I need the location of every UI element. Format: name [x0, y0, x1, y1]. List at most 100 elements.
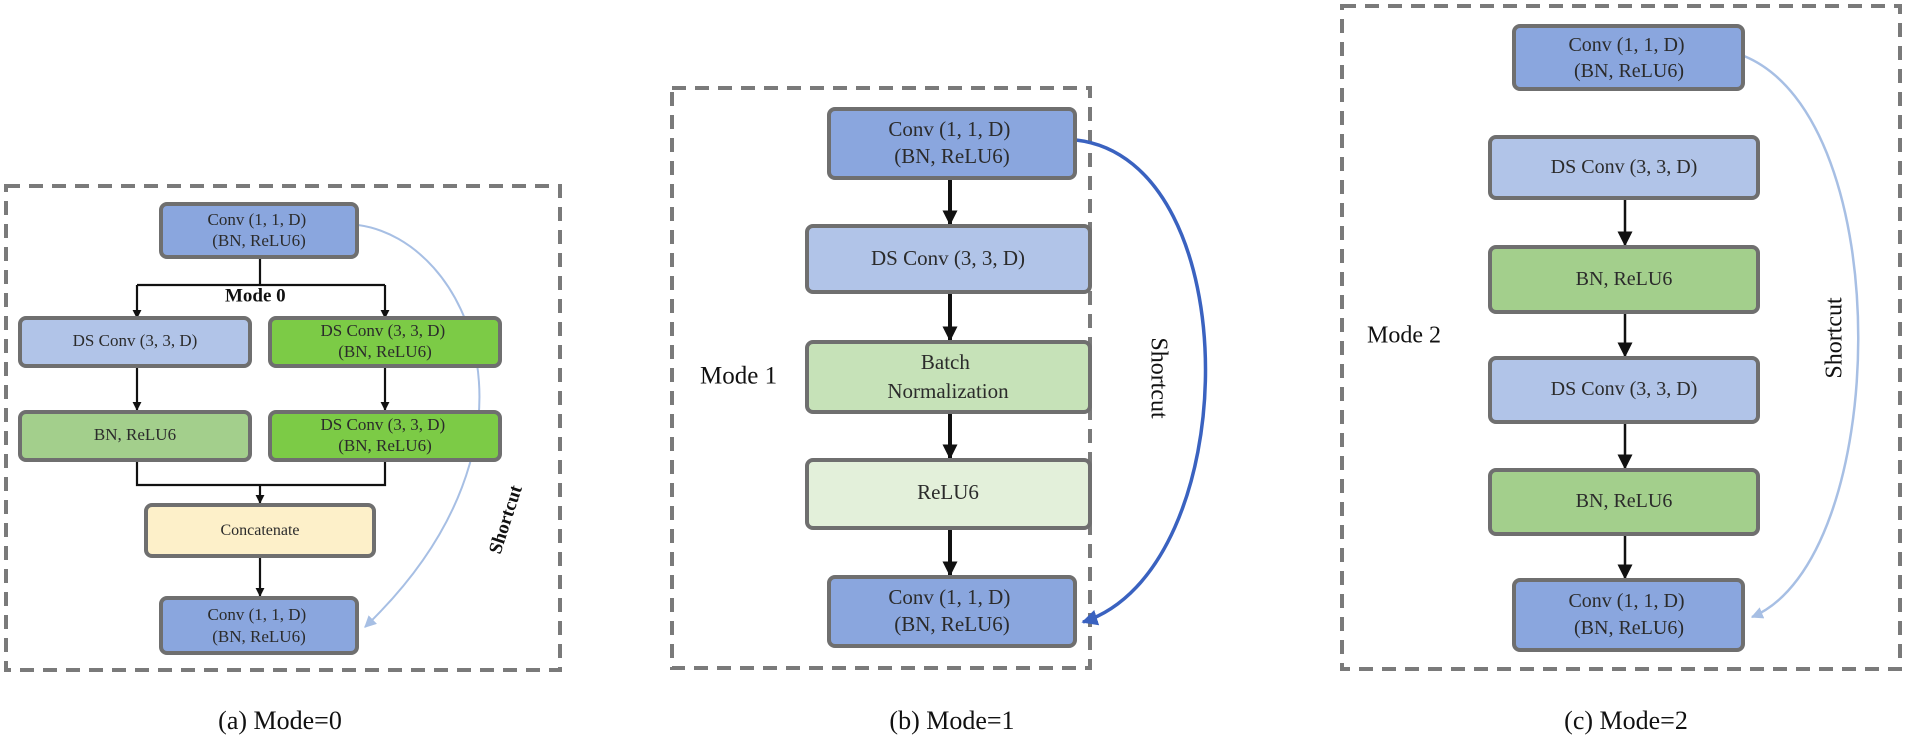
panel-c-bn-relu-1-block: BN, ReLU6	[1488, 245, 1760, 314]
svg-text:Conv (1, 1, D) (BN, Re: Conv (1, 1, D) (BN, ReLU6)	[1568, 34, 1689, 82]
panel-a: Conv (1, 1, D) (BN, ReLU6) DS Conv (3, 3…	[4, 184, 562, 735]
panel-c-conv-top-line-1: Conv (1, 1, D)	[1568, 34, 1684, 56]
panel-b-ds-conv-box	[805, 224, 1092, 294]
panel-c-ds-conv-2-label: DS Conv (3, 3, D)	[1551, 378, 1698, 400]
panel-b: Conv (1, 1, D) (BN, ReLU6) DS Conv (3, 3…	[670, 86, 1208, 735]
panel-a-ds-conv-bn-right-2-box	[268, 410, 502, 462]
panel-c-conv-bottom-line-2: (BN, ReLU6)	[1574, 617, 1684, 639]
panel-c: Conv (1, 1, D) (BN, ReLU6) DS Conv (3, 3…	[1340, 4, 1902, 735]
panel-a-conv-top-line-2: (BN, ReLU6)	[212, 231, 305, 250]
panel-a-ds-conv-left-block: DS Conv (3, 3, D)	[18, 316, 252, 368]
panel-a-bn-relu-left-block: BN, ReLU6	[18, 410, 252, 462]
panel-b-conv-bottom-line-2: (BN, ReLU6)	[894, 612, 1009, 636]
panel-b-ds-conv-block: DS Conv (3, 3, D)	[805, 224, 1092, 294]
panel-c-shortcut-arrow	[1743, 54, 1860, 619]
panel-a-bn-relu-left-label: BN, ReLU6	[94, 425, 176, 444]
panel-b-frame	[670, 86, 1092, 670]
panel-b-conv-bottom-block: Conv (1, 1, D) (BN, ReLU6)	[827, 575, 1077, 648]
svg-text:BN, ReLU6: BN, ReLU6	[1576, 490, 1673, 512]
panel-b-shortcut-label: Shortcut	[1145, 337, 1171, 419]
panel-b-conv-top-line-2: (BN, ReLU6)	[894, 144, 1009, 168]
panel-b-conv-top-box	[827, 107, 1077, 180]
panel-a-conv-bottom-block: Conv (1, 1, D) (BN, ReLU6)	[159, 596, 359, 655]
panel-b-conv-top-block: Conv (1, 1, D) (BN, ReLU6)	[827, 107, 1077, 180]
panel-a-conv-bottom-box	[159, 596, 359, 655]
svg-text:BN, ReLU6: BN, ReLU6	[94, 425, 176, 444]
panel-c-bn-relu-1-label: BN, ReLU6	[1576, 268, 1673, 290]
svg-text:DS Conv (3, 3, D) (BN,: DS Conv (3, 3, D) (BN, ReLU6)	[321, 321, 450, 361]
panel-a-caption: (a) Mode=0	[218, 706, 342, 735]
panel-c-caption: (c) Mode=2	[1564, 706, 1688, 735]
panel-b-batch-norm-box	[805, 340, 1092, 414]
panel-b-batch-norm-line-2: Normalization	[887, 379, 1009, 403]
panel-a-conv-top-box	[159, 202, 359, 259]
panel-a-conv-top-block: Conv (1, 1, D) (BN, ReLU6)	[159, 202, 359, 259]
panel-c-conv-bottom-line-1: Conv (1, 1, D)	[1568, 590, 1684, 612]
panel-a-conv-bottom-line-1: Conv (1, 1, D)	[208, 605, 307, 624]
panel-c-bn-relu-2-box	[1488, 468, 1760, 536]
panel-c-conv-bottom-block: Conv (1, 1, D) (BN, ReLU6)	[1512, 578, 1745, 652]
svg-text:Conv (1, 1, D) (BN, Re: Conv (1, 1, D) (BN, ReLU6)	[208, 210, 311, 250]
panel-b-batch-norm-line-1: Batch	[921, 350, 970, 374]
panel-c-bn-relu-1-box	[1488, 245, 1760, 314]
panel-a-ds-conv-bn-right-1-line-1: DS Conv (3, 3, D)	[321, 321, 446, 340]
panel-c-shortcut-label: Shortcut	[1822, 297, 1848, 379]
svg-text:Conv (1, 1, D) (BN, Re: Conv (1, 1, D) (BN, ReLU6)	[888, 585, 1015, 636]
panel-a-concatenate-block: Concatenate	[144, 503, 376, 558]
svg-text:Concatenate: Concatenate	[220, 522, 299, 539]
panel-c-ds-conv-1-block: DS Conv (3, 3, D)	[1488, 135, 1760, 200]
panel-c-ds-conv-2-block: DS Conv (3, 3, D)	[1488, 356, 1760, 424]
panel-a-concatenate-box	[144, 503, 376, 558]
svg-text:Conv (1, 1, D) (BN, Re: Conv (1, 1, D) (BN, ReLU6)	[888, 117, 1015, 168]
panel-a-ds-conv-bn-right-1-line-2: (BN, ReLU6)	[338, 342, 431, 361]
panel-a-frame	[4, 184, 562, 672]
panel-c-conv-top-line-2: (BN, ReLU6)	[1574, 60, 1684, 82]
panel-c-conv-bottom-box	[1512, 578, 1745, 652]
panel-c-frame	[1340, 4, 1902, 671]
svg-text:DS Conv (3, 3, D): DS Conv (3, 3, D)	[871, 246, 1025, 270]
panel-b-relu6-label: ReLU6	[917, 480, 979, 504]
panel-a-ds-conv-bn-right-2-line-1: DS Conv (3, 3, D)	[321, 415, 446, 434]
panel-a-merge-line	[135, 460, 387, 487]
panel-a-shortcut-label: Shortcut	[485, 482, 527, 556]
panel-a-ds-conv-left-box	[18, 316, 252, 368]
svg-text:Batch Normalization: Batch Normalization	[887, 350, 1009, 403]
panel-a-bn-relu-left-box	[18, 410, 252, 462]
svg-text:DS Conv (3, 3, D) (BN,: DS Conv (3, 3, D) (BN, ReLU6)	[321, 415, 450, 455]
svg-text:DS Conv (3, 3, D): DS Conv (3, 3, D)	[1551, 378, 1698, 400]
panel-a-ds-conv-bn-right-2-line-2: (BN, ReLU6)	[338, 436, 431, 455]
panel-c-mode-label: Mode 2	[1367, 323, 1441, 349]
panel-a-ds-conv-bn-right-1-box	[268, 316, 502, 368]
panel-a-conv-bottom-line-2: (BN, ReLU6)	[212, 627, 305, 646]
panel-a-conv-top-line-1: Conv (1, 1, D)	[208, 210, 307, 229]
panel-b-batch-norm-block: Batch Normalization	[805, 340, 1092, 414]
panel-a-concatenate-label: Concatenate	[220, 522, 299, 539]
panel-c-bn-relu-2-label: BN, ReLU6	[1576, 490, 1673, 512]
panel-b-conv-bottom-box	[827, 575, 1077, 648]
svg-text:DS Conv (3, 3, D): DS Conv (3, 3, D)	[73, 331, 198, 350]
svg-text:BN, ReLU6: BN, ReLU6	[1576, 268, 1673, 290]
panel-b-conv-bottom-line-1: Conv (1, 1, D)	[888, 585, 1010, 609]
panel-c-ds-conv-1-box	[1488, 135, 1760, 200]
panel-c-ds-conv-2-box	[1488, 356, 1760, 424]
panel-c-ds-conv-1-label: DS Conv (3, 3, D)	[1551, 156, 1698, 178]
svg-text:DS Conv (3, 3, D): DS Conv (3, 3, D)	[1551, 156, 1698, 178]
panel-c-conv-top-block: Conv (1, 1, D) (BN, ReLU6)	[1512, 24, 1745, 91]
svg-text:ReLU6: ReLU6	[917, 480, 979, 504]
panel-a-mode-label: Mode 0	[225, 285, 286, 306]
panel-b-shortcut-arrow	[1075, 138, 1208, 626]
panel-b-mode-label: Mode 1	[700, 363, 777, 390]
panel-b-ds-conv-label: DS Conv (3, 3, D)	[871, 246, 1025, 270]
panel-a-ds-conv-left-label: DS Conv (3, 3, D)	[73, 331, 198, 350]
panel-c-conv-top-box	[1512, 24, 1745, 91]
panel-b-conv-top-line-1: Conv (1, 1, D)	[888, 117, 1010, 141]
panel-c-bn-relu-2-block: BN, ReLU6	[1488, 468, 1760, 536]
panel-a-ds-conv-bn-right-1-block: DS Conv (3, 3, D) (BN, ReLU6)	[268, 316, 502, 368]
panel-b-caption: (b) Mode=1	[889, 706, 1014, 735]
svg-text:Conv (1, 1, D) (BN, Re: Conv (1, 1, D) (BN, ReLU6)	[208, 605, 311, 646]
panel-b-relu6-block: ReLU6	[805, 458, 1092, 530]
panel-b-relu6-box	[805, 458, 1092, 530]
svg-text:Conv (1, 1, D) (BN, Re: Conv (1, 1, D) (BN, ReLU6)	[1568, 590, 1689, 639]
panel-a-ds-conv-bn-right-2-block: DS Conv (3, 3, D) (BN, ReLU6)	[268, 410, 502, 462]
